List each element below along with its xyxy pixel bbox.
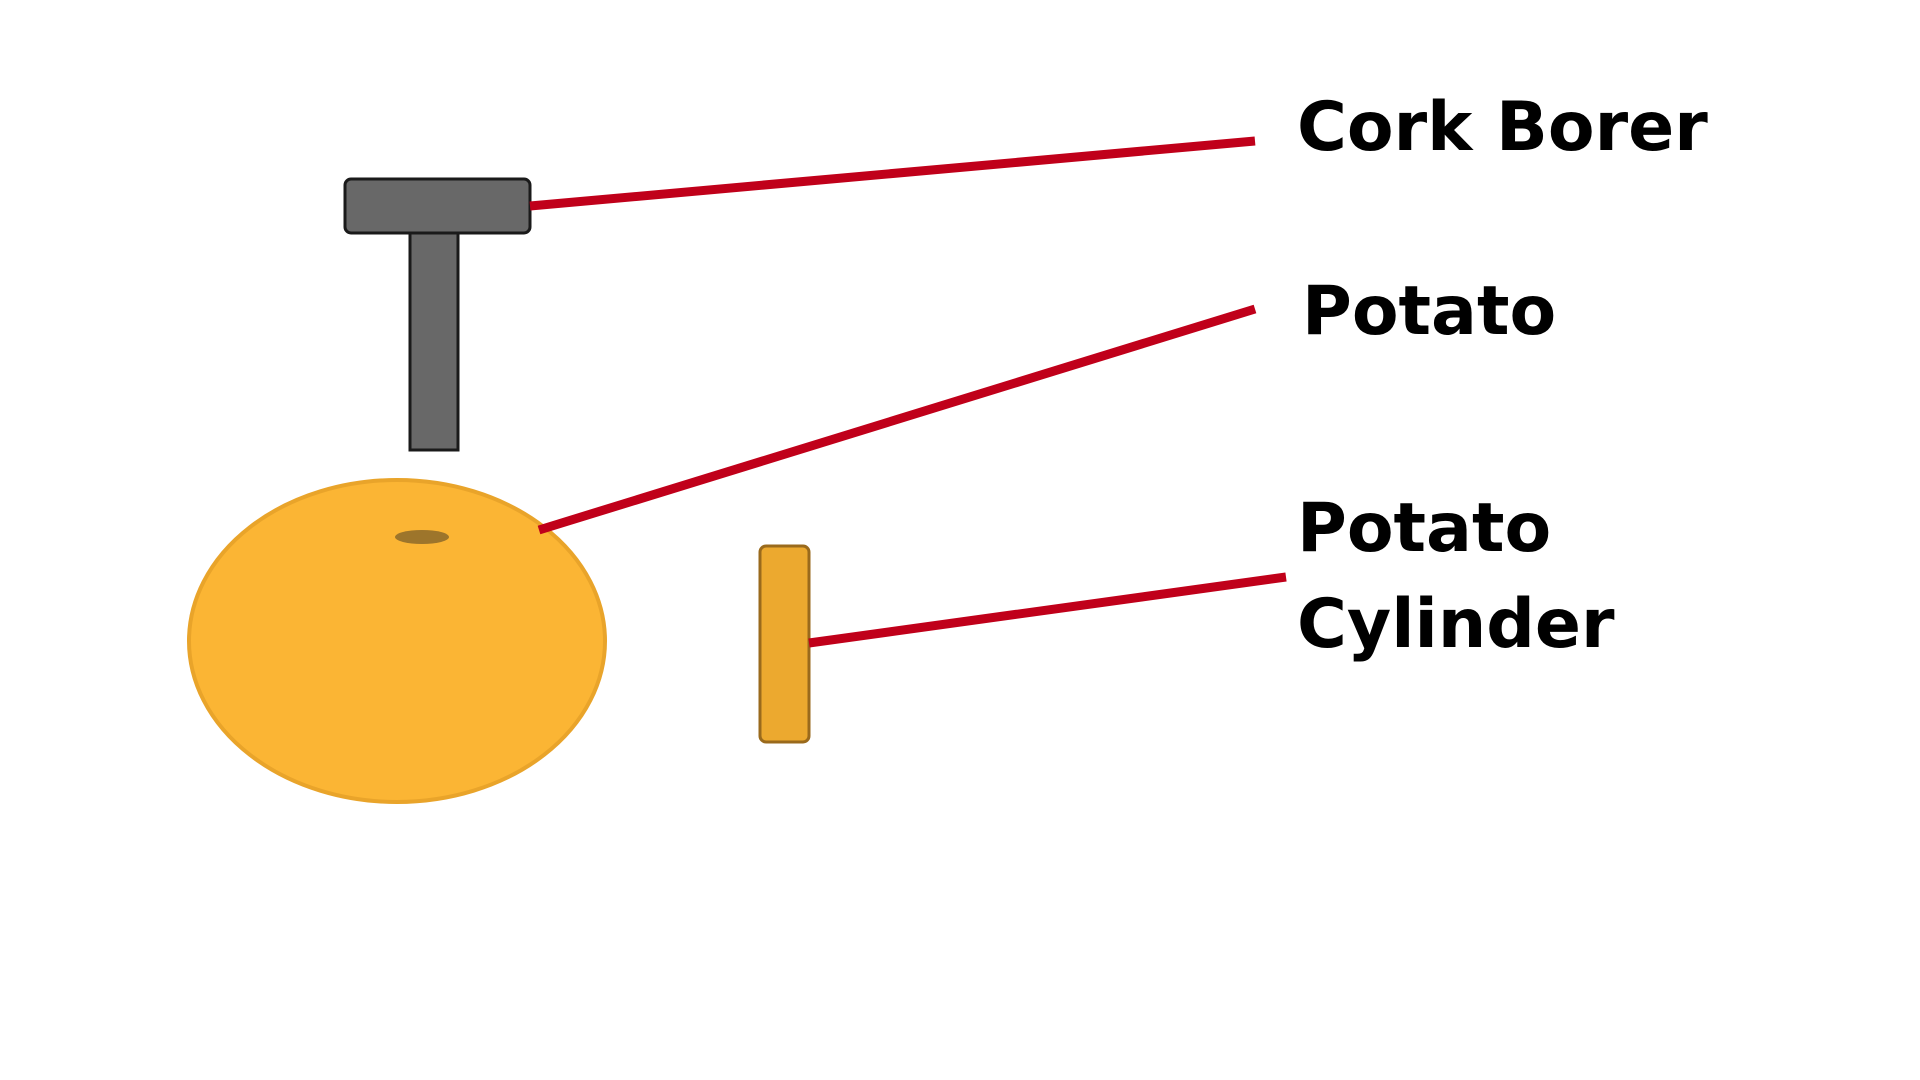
potato-hole bbox=[395, 530, 449, 544]
leader-line-cork-borer bbox=[529, 136, 1256, 211]
cork-borer bbox=[343, 177, 532, 452]
label-potato: Potato bbox=[1302, 272, 1557, 351]
potato-cylinder bbox=[758, 544, 811, 744]
label-potato-cylinder: Potato Cylinder bbox=[1297, 481, 1615, 673]
leader-line-potato bbox=[537, 304, 1257, 535]
label-potato-cylinder-line1: Potato bbox=[1297, 489, 1552, 568]
potato-body bbox=[187, 478, 607, 804]
label-cork-borer: Cork Borer bbox=[1297, 88, 1708, 167]
potato bbox=[187, 478, 607, 804]
label-potato-cylinder-line2: Cylinder bbox=[1297, 585, 1615, 664]
cork-borer-shaft bbox=[408, 226, 460, 452]
leader-line-potato-cylinder bbox=[808, 572, 1287, 648]
cork-borer-handle bbox=[343, 177, 532, 235]
